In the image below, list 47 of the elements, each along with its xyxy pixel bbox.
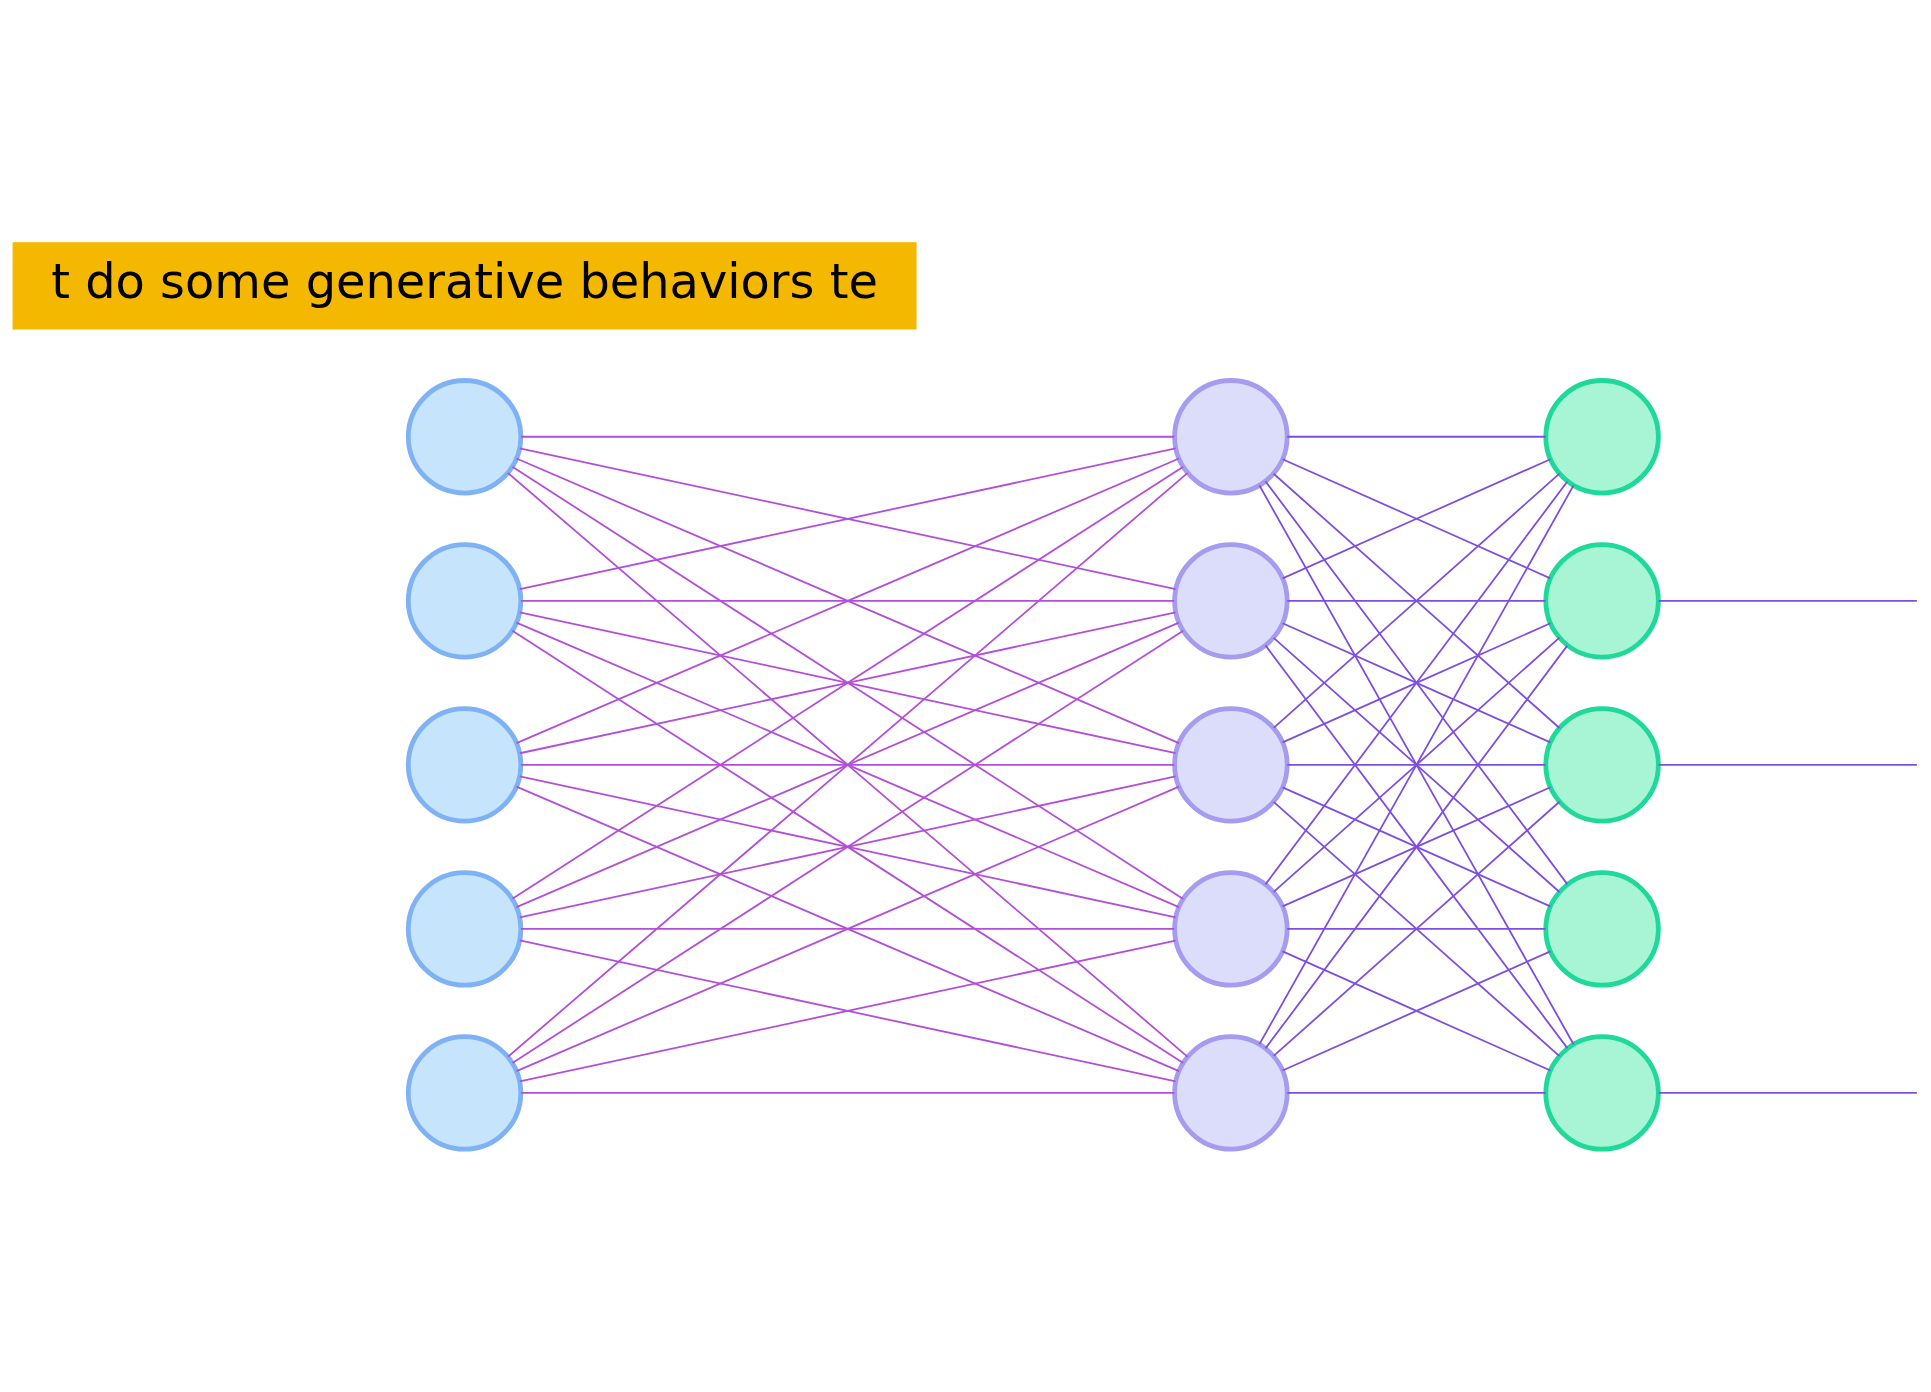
connector [1281,786,1552,908]
connector [1272,636,1561,893]
connector [1258,484,1575,1046]
connector [1657,763,1918,766]
connector [511,465,1185,900]
node-circle [405,378,524,496]
connector [1281,950,1552,1072]
node-circle [1543,378,1661,496]
connector [518,775,1177,919]
node-circle [1543,1034,1661,1152]
connector [1657,1092,1918,1094]
node-circle [1543,870,1661,988]
connector [1272,800,1561,1057]
node-circle [1172,378,1290,496]
connector [520,435,1176,438]
node-circle [1172,542,1290,660]
connector [1286,599,1547,602]
node-circle [1172,706,1290,824]
connector [1657,599,1918,602]
connector [518,447,1177,591]
node-circle [1172,1034,1290,1152]
connector [515,457,1180,744]
connector [1281,458,1552,580]
node-circle [405,706,524,824]
connector [1264,644,1569,1050]
connector [1286,763,1547,766]
node-circle [1543,542,1661,660]
connector [520,599,1176,602]
connector [511,629,1185,1064]
connector [1286,928,1547,930]
connector [520,763,1176,766]
node-circle [405,870,524,988]
connector [518,611,1177,755]
connector [1286,1092,1547,1094]
connector [518,939,1177,1083]
node-circle [1543,706,1661,824]
node-box: t do some generative behaviors te [12,242,917,330]
connector [1281,622,1552,744]
connector [520,928,1176,930]
node-circle [1172,870,1290,988]
connector [1286,435,1547,438]
connector [520,1092,1176,1094]
connector [515,621,1180,908]
node-circle [405,542,524,660]
connector [515,785,1180,1073]
connector [1272,472,1561,729]
node-circle [405,1034,524,1152]
